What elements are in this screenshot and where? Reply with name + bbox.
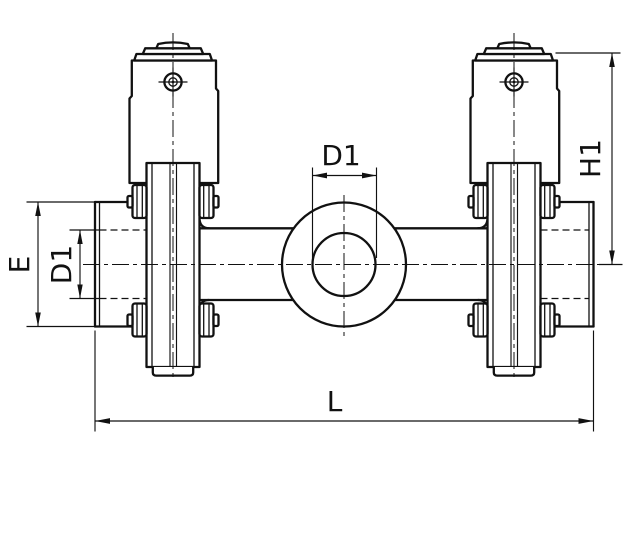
dimension-h1-right: H1 <box>555 52 623 266</box>
dimension-label-h1: H1 <box>574 139 607 178</box>
dimension-l-bottom: L <box>94 330 595 432</box>
center-branch-port <box>280 195 408 336</box>
dimension-label-d1-left: D1 <box>45 245 78 284</box>
pipe-stub-left <box>93 200 147 328</box>
dimension-label-d1-top: D1 <box>321 139 360 172</box>
valve-unit-right <box>469 33 560 381</box>
valve-unit-left <box>128 33 219 381</box>
dimension-e-left: E <box>3 201 100 328</box>
dimension-label-e: E <box>3 256 36 274</box>
dimension-label-l: L <box>327 385 343 418</box>
dimension-d1-left: D1 <box>45 229 100 300</box>
dimension-d1-top: D1 <box>311 139 378 258</box>
